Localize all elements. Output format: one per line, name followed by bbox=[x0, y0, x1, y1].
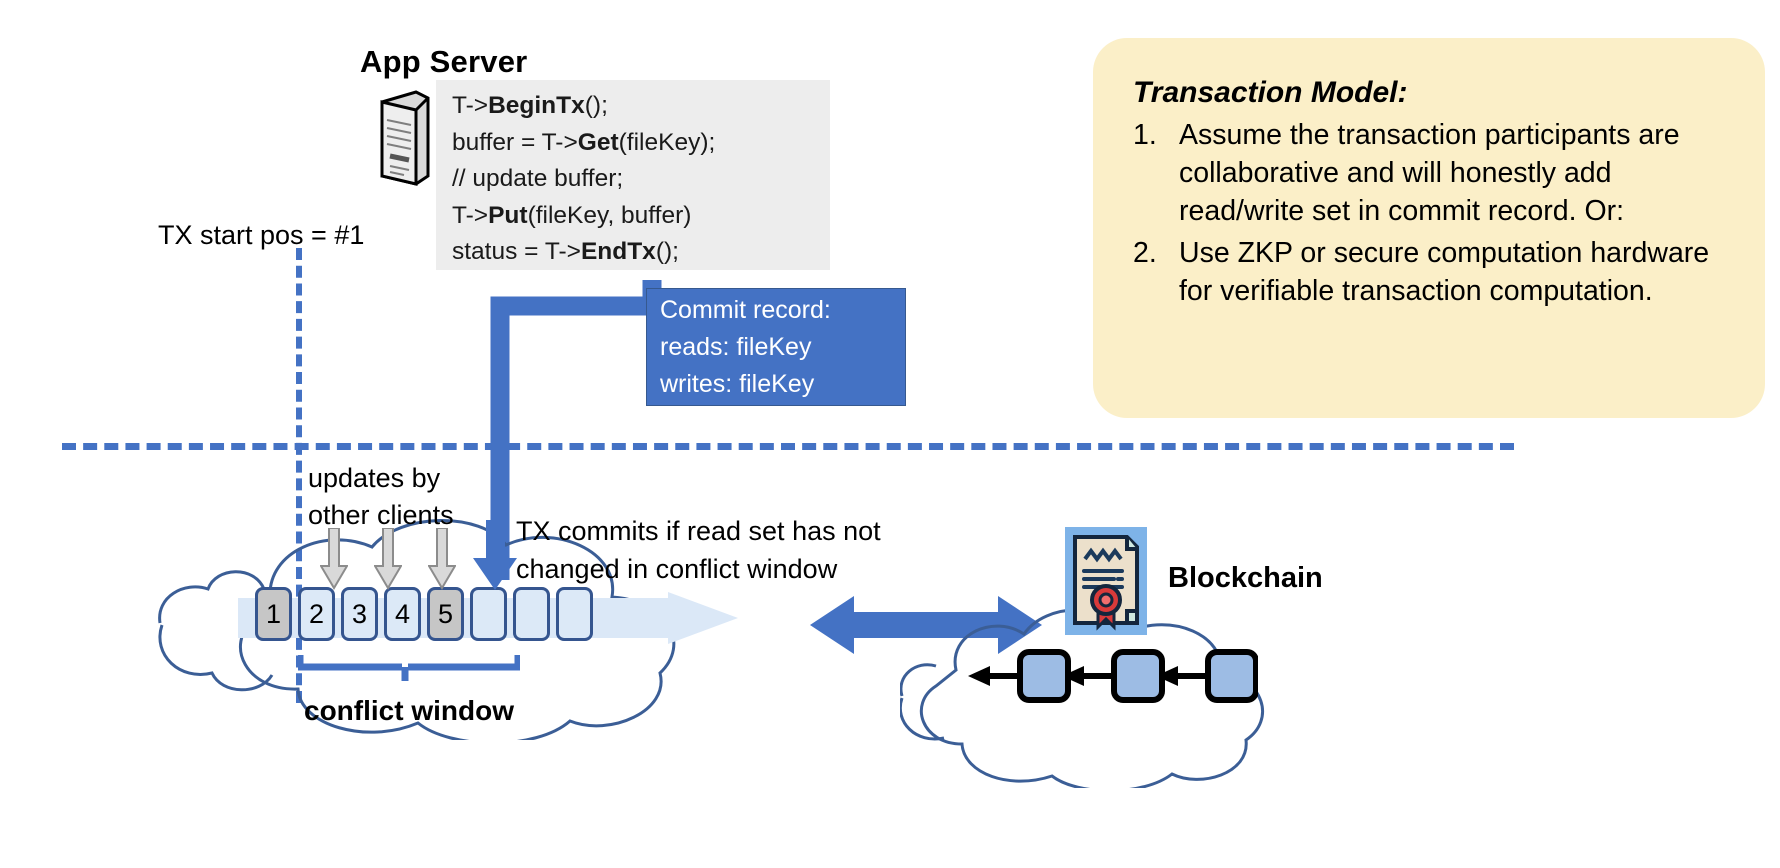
blockchain-cloud bbox=[898, 598, 1280, 793]
shared-log-cloud bbox=[150, 505, 760, 745]
log-block[interactable]: 3 bbox=[341, 587, 378, 641]
list-item: 2. Use ZKP or secure computation hardwar… bbox=[1133, 234, 1743, 310]
code-line: // update buffer; bbox=[452, 165, 624, 192]
commit-record-box bbox=[646, 288, 906, 406]
log-block[interactable]: 4 bbox=[384, 587, 421, 641]
code-panel-background bbox=[436, 80, 830, 270]
log-block[interactable] bbox=[470, 587, 507, 641]
code-listing: T->BeginTx(); buffer = T->Get(fileKey); //… bbox=[452, 88, 832, 271]
code-line: buffer = T->Get(fileKey); bbox=[452, 128, 716, 156]
commit-record-writes: writes: fileKey bbox=[660, 370, 815, 398]
log-block[interactable]: 5 bbox=[427, 587, 464, 641]
commit-record-reads: reads: fileKey bbox=[660, 333, 812, 361]
updates-label-line1: updates by bbox=[308, 463, 441, 493]
transaction-model-title: Transaction Model: bbox=[1133, 76, 1408, 109]
log-block-row: 1 2 3 4 5 bbox=[255, 587, 595, 649]
list-item-number: 1. bbox=[1133, 119, 1157, 151]
tx-start-pos-label: TX start pos = #1 bbox=[158, 220, 365, 250]
list-item-text: Use ZKP or secure computation hardware f… bbox=[1179, 237, 1710, 307]
tx-start-position-line bbox=[296, 248, 302, 703]
update-arrow-icon bbox=[427, 527, 457, 590]
sync-double-arrow-icon bbox=[810, 594, 1042, 656]
list-item-text: Assume the transaction participants are … bbox=[1179, 119, 1680, 227]
log-block[interactable] bbox=[513, 587, 550, 641]
app-server-title: App Server bbox=[360, 44, 528, 79]
commit-record-text: Commit record: reads: fileKey writes: fi… bbox=[660, 292, 910, 403]
list-item-number: 2. bbox=[1133, 237, 1157, 269]
log-block[interactable]: 2 bbox=[298, 587, 335, 641]
code-line: status = T->EndTx(); bbox=[452, 238, 679, 265]
log-block[interactable]: 1 bbox=[255, 587, 292, 641]
update-arrow-icon bbox=[319, 527, 349, 590]
update-arrow-icon bbox=[373, 527, 403, 590]
updates-label-line2: other clients bbox=[308, 500, 454, 530]
server-tower-icon bbox=[376, 88, 432, 188]
commit-arrow-icon bbox=[472, 520, 518, 592]
tx-commits-condition-label: TX commits if read set has not changed i… bbox=[516, 516, 881, 584]
blockchain-label: Blockchain bbox=[1168, 562, 1323, 594]
transaction-model-list: 1. Assume the transaction participants a… bbox=[1133, 116, 1743, 314]
code-line: T->Put(fileKey, buffer) bbox=[452, 201, 692, 229]
conflict-window-label: conflict window bbox=[304, 695, 514, 726]
commit-record-title: Commit record: bbox=[660, 296, 831, 324]
log-block[interactable] bbox=[556, 587, 593, 641]
certificate-icon bbox=[1065, 527, 1147, 635]
code-line: T->BeginTx(); bbox=[452, 92, 608, 119]
transaction-model-panel bbox=[1093, 38, 1765, 418]
updates-by-other-clients-label: updates by other clients bbox=[308, 460, 454, 534]
app-blockchain-divider bbox=[62, 443, 1514, 450]
conflict-window-brace bbox=[296, 655, 522, 685]
list-item: 1. Assume the transaction participants a… bbox=[1133, 116, 1743, 230]
blockchain-block-chain bbox=[968, 640, 1259, 704]
